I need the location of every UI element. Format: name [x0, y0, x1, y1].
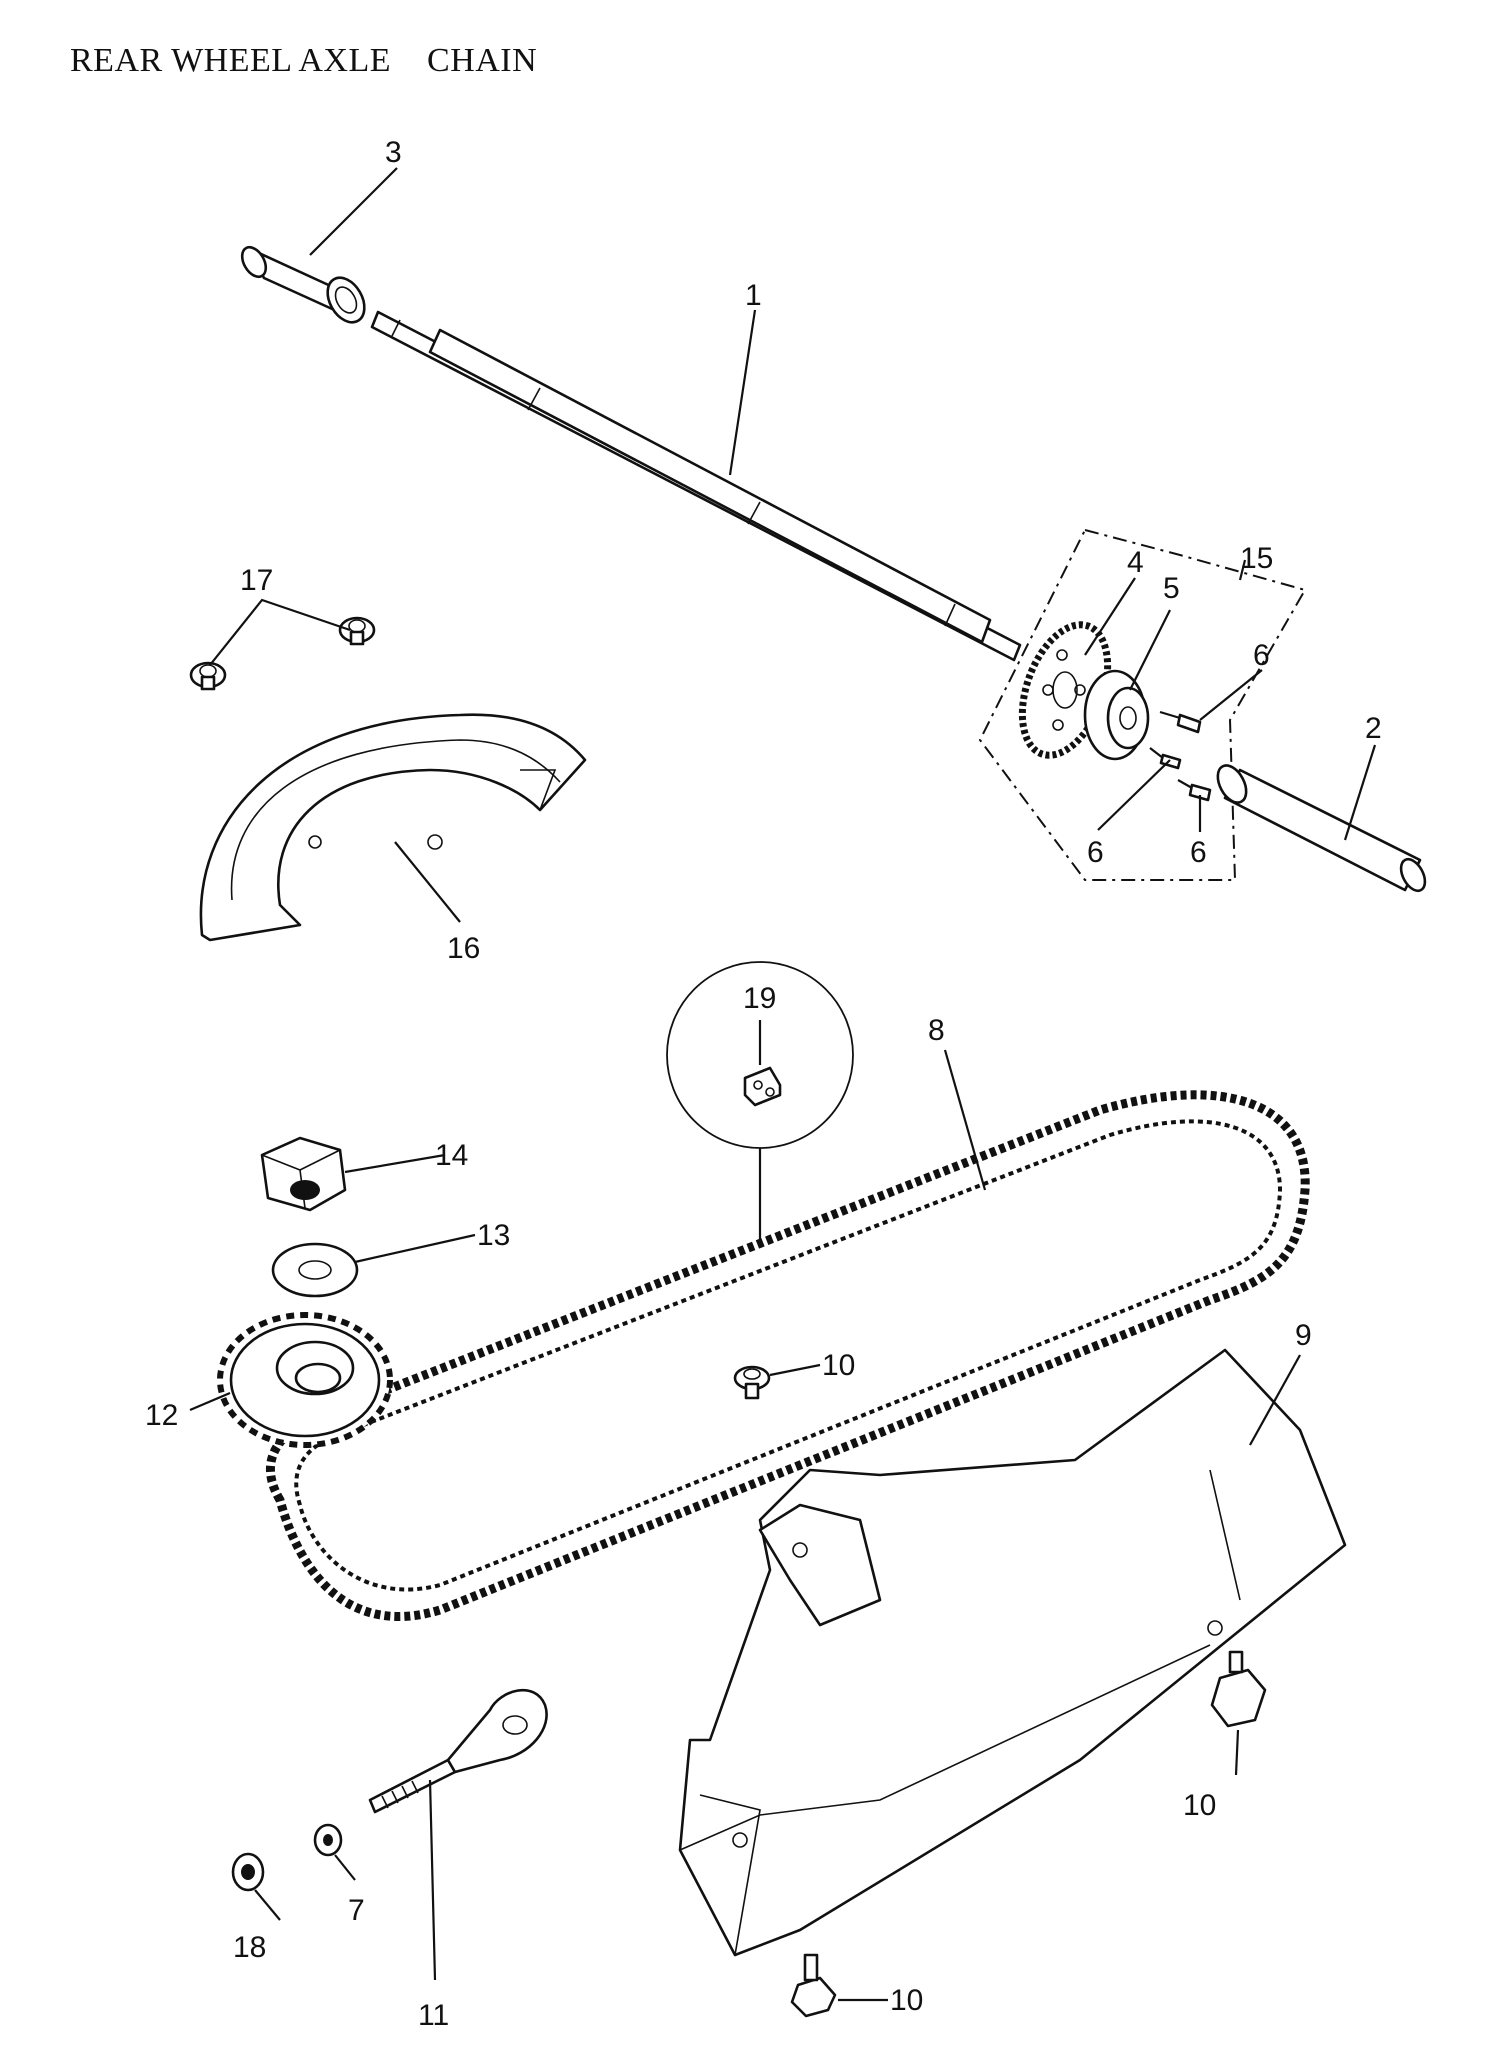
callout-10-right: 10 — [1183, 1789, 1216, 1822]
callout-15: 15 — [1240, 542, 1273, 575]
part-2-axle-tube — [1216, 764, 1427, 893]
part-9-chain-housing — [678, 1348, 1347, 1957]
part-6-bolts — [1149, 710, 1212, 802]
callout-6-left: 6 — [1087, 836, 1104, 869]
part-1-rear-axle — [370, 310, 1022, 662]
part-11-eye-bolt — [368, 1688, 548, 1814]
part-16-chain-guard — [199, 713, 587, 942]
callout-6-right: 6 — [1190, 836, 1207, 869]
part-14-hex-nut — [260, 1136, 347, 1212]
leader-lines — [189, 167, 1377, 2002]
diagram-title: REAR WHEEL AXLE CHAIN — [70, 42, 538, 79]
part-17-flange-nuts — [189, 616, 376, 691]
part-5-sprocket-hub — [1083, 669, 1150, 761]
callout-12: 12 — [145, 1399, 178, 1432]
part-13-washer — [271, 1242, 359, 1298]
callout-19: 19 — [743, 982, 776, 1015]
callout-7: 7 — [348, 1894, 365, 1927]
callout-6-top: 6 — [1253, 639, 1270, 672]
callout-4: 4 — [1127, 546, 1144, 579]
part-7-nut — [313, 1823, 343, 1857]
callout-18: 18 — [233, 1931, 266, 1964]
callout-16: 16 — [447, 932, 480, 965]
callout-2: 2 — [1365, 712, 1382, 745]
callout-13: 13 — [477, 1219, 510, 1252]
callout-3: 3 — [385, 136, 402, 169]
callout-labels: 3 1 15 4 5 6 6 6 2 17 16 19 8 14 13 12 1… — [145, 136, 1382, 2032]
callout-14: 14 — [435, 1139, 468, 1172]
part-15-group-outline — [978, 528, 1307, 881]
part-10-bolt-right — [1210, 1650, 1267, 1728]
part-18-nut — [231, 1852, 265, 1892]
part-10-bolt-bottom — [790, 1953, 837, 2018]
callout-11: 11 — [418, 1999, 449, 2032]
callout-9: 9 — [1295, 1319, 1312, 1352]
part-10-bolt-center — [733, 1365, 771, 1400]
callout-10-center: 10 — [822, 1349, 855, 1382]
callout-10-bottom: 10 — [890, 1984, 923, 2017]
part-3-axle-sleeve — [240, 245, 366, 324]
callout-17: 17 — [240, 564, 273, 597]
part-12-drive-sprocket — [217, 1312, 393, 1448]
callout-8: 8 — [928, 1014, 945, 1047]
callout-1: 1 — [745, 279, 762, 312]
callout-5: 5 — [1163, 572, 1180, 605]
